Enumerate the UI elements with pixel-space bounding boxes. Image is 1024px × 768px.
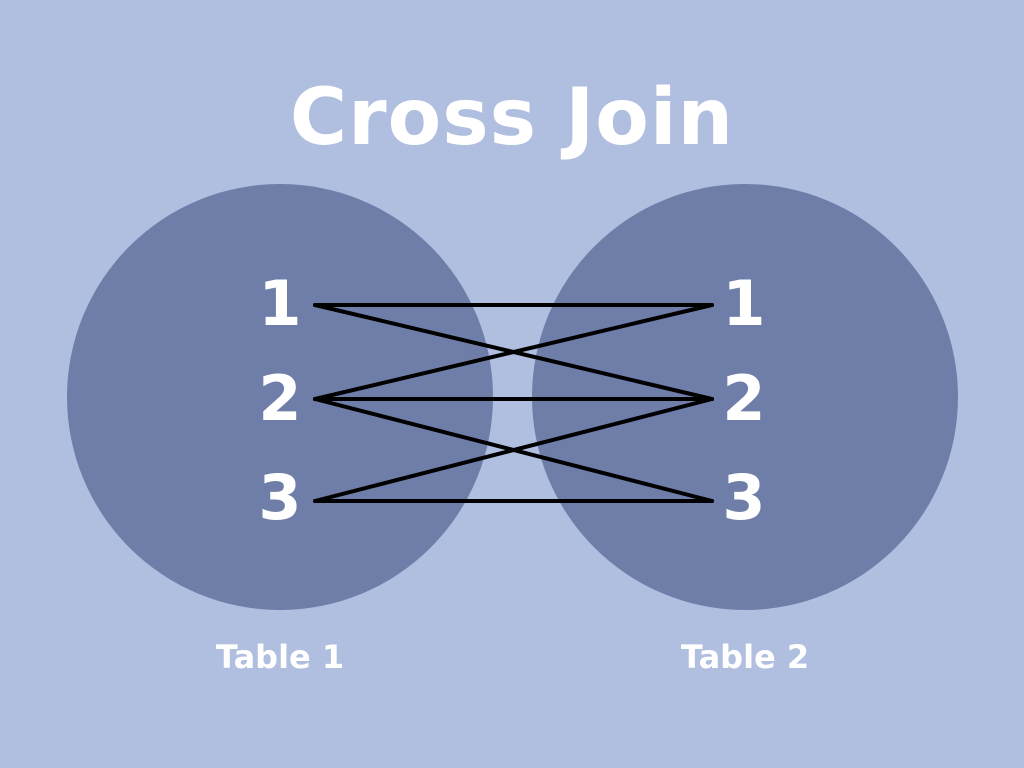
table-1-row-1: 1 (258, 267, 302, 340)
table-1-row-3: 3 (258, 461, 302, 534)
table-2-row-3: 3 (722, 461, 766, 534)
table-2-row-2: 2 (722, 362, 766, 435)
connection-lines (313, 303, 714, 503)
diagram-title: Cross Join (289, 73, 735, 163)
table-2-row-1: 1 (722, 267, 766, 340)
table-1-circle (67, 184, 493, 610)
connection-line (313, 397, 714, 503)
connection-line (313, 303, 714, 401)
table-2-label: Table 2 (680, 638, 810, 676)
table-2-circle (532, 184, 958, 610)
table-1-label: Table 1 (215, 638, 345, 676)
table-1-row-2: 2 (258, 362, 302, 435)
